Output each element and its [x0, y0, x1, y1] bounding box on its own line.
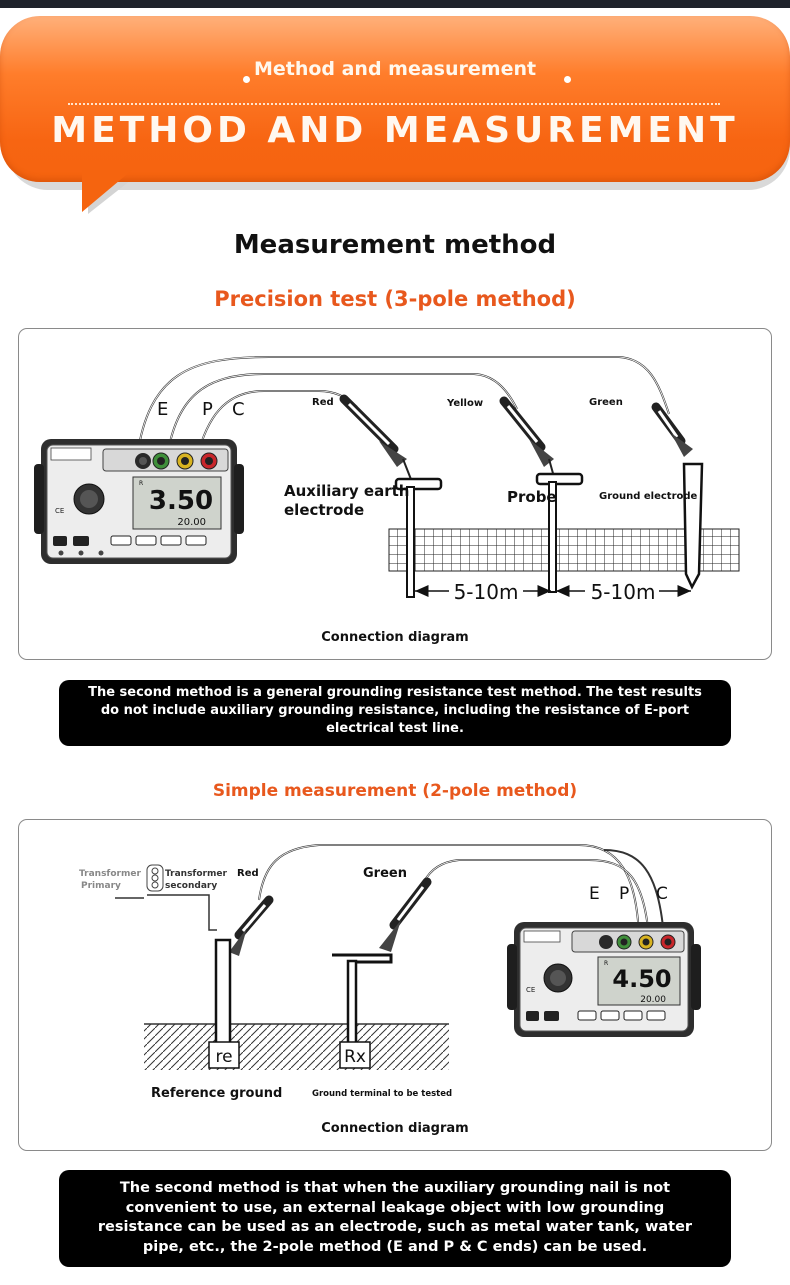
transformer-primary-2: Primary — [81, 881, 121, 891]
terminal-label-c: C — [232, 399, 245, 420]
tested-ground-terminal: Rx — [332, 953, 393, 1069]
earth-tester-meter-2: CE R 4.50 20.00 — [507, 922, 701, 1037]
earth-tester-meter-1: CE R 3.50 20.00 — [34, 439, 244, 564]
terminal-label-e: E — [157, 399, 168, 420]
svg-text:R: R — [604, 960, 608, 967]
clip-yellow — [499, 396, 555, 478]
connection-diagram-caption-1: Connection diagram — [321, 630, 468, 645]
transformer-primary-1: Transformer — [79, 869, 141, 879]
ground-electrode-rod — [682, 462, 704, 590]
lcd-reading: 3.50 — [149, 486, 213, 516]
clip-green — [379, 877, 432, 952]
terminal-black — [599, 935, 613, 949]
lcd-display — [597, 956, 681, 1006]
diagram-3pole: 5-10m 5-10m E P C Red Yellow Green Auxil… — [34, 356, 740, 645]
wire-label-green: Green — [363, 866, 407, 881]
banner-divider — [68, 103, 720, 105]
wire-p — [603, 849, 665, 939]
clip-red — [339, 394, 415, 488]
svg-text:CE: CE — [55, 507, 64, 515]
meter-terminals — [102, 448, 229, 472]
lcd-sub-reading: 20.00 — [640, 995, 666, 1005]
aux-earth-electrode — [394, 477, 443, 598]
terminal-label-c: C — [656, 884, 668, 904]
clip-green — [651, 402, 693, 457]
lcd-sub-reading: 20.00 — [177, 517, 206, 528]
section2-title: Simple measurement (2-pole method) — [212, 781, 578, 801]
banner-dot-left — [243, 76, 250, 83]
aux-electrode-label-2: electrode — [284, 501, 364, 519]
reference-ground-label: Reference ground — [151, 1086, 282, 1101]
banner — [0, 16, 790, 182]
ground-mesh — [388, 528, 740, 572]
section1-title: Precision test (3-pole method) — [214, 287, 576, 311]
banner-tail — [82, 170, 132, 212]
transformer-icon: Transformer Primary Transformer secondar… — [79, 864, 227, 931]
rx-label: Rx — [344, 1047, 366, 1067]
terminal-label-p: P — [619, 884, 629, 904]
transformer-secondary-2: secondary — [165, 881, 217, 891]
transformer-secondary-1: Transformer — [165, 869, 227, 879]
terminal-label-e: E — [589, 884, 600, 904]
ground-electrode-label: Ground electrode — [599, 491, 698, 502]
re-label: re — [215, 1047, 232, 1067]
distance-label-1: 5-10m — [454, 580, 519, 604]
meter-terminals — [571, 930, 685, 953]
banner-dot-right — [564, 76, 571, 83]
probe-electrode — [535, 472, 584, 593]
lcd-display — [132, 476, 222, 530]
connection-diagram-caption-2: Connection diagram — [321, 1121, 468, 1136]
banner-title: METHOD AND MEASUREMENT — [51, 110, 739, 151]
wire-label-yellow: Yellow — [446, 398, 483, 409]
lcd-reading: 4.50 — [612, 965, 671, 993]
terminal-label-p: P — [202, 399, 213, 420]
distance-label-2: 5-10m — [591, 580, 656, 604]
svg-text:R: R — [139, 480, 143, 487]
diagram-2pole: Transformer Primary Transformer secondar… — [79, 844, 701, 1136]
svg-text:CE: CE — [526, 986, 535, 994]
banner-subtitle: Method and measurement — [253, 58, 537, 80]
note-3pole: The second method is a general grounding… — [59, 680, 731, 746]
wire-label-red: Red — [312, 397, 334, 408]
wire-label-red: Red — [237, 868, 259, 879]
diagram-frame-3pole: 5-10m 5-10m E P C Red Yellow Green Auxil… — [18, 328, 772, 660]
earth-hatch — [144, 1024, 449, 1070]
note-2pole: The second method is that when the auxil… — [59, 1170, 731, 1267]
top-bar — [0, 0, 790, 8]
clip-red — [229, 895, 274, 956]
aux-electrode-label-1: Auxiliary earth — [284, 482, 409, 500]
wire-label-green: Green — [589, 397, 623, 408]
probe-label: Probe — [507, 488, 557, 506]
reference-ground-rod: re — [208, 938, 240, 1069]
ground-terminal-label: Ground terminal to be tested — [312, 1089, 452, 1099]
diagram-frame-2pole: Transformer Primary Transformer secondar… — [18, 819, 772, 1151]
page-heading: Measurement method — [233, 230, 557, 260]
